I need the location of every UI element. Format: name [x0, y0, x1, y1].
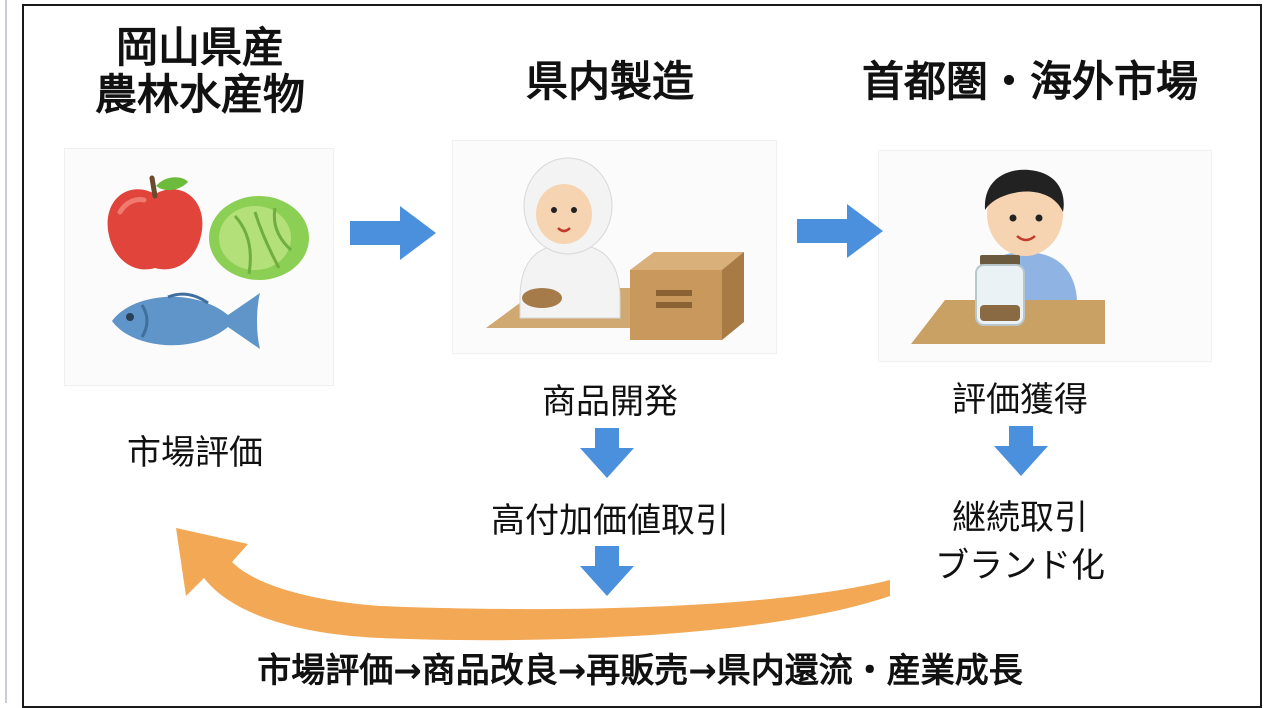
left-edge-line: [5, 0, 7, 703]
continuous-label-line2: ブランド化: [935, 546, 1105, 586]
cardboard-box-icon: [630, 252, 744, 340]
arrow-down-2: [580, 546, 634, 596]
arrow-down-1: [580, 428, 634, 478]
food-worker-icon: [486, 157, 650, 328]
arrow-down-3: [994, 426, 1048, 476]
market-title: 首都圏・海外市場: [861, 57, 1198, 106]
product-dev-label: 商品開発: [542, 382, 678, 422]
glass-jar-icon: [975, 255, 1025, 326]
fish-icon: [112, 292, 260, 349]
source-title-line2: 農林水産物: [94, 70, 305, 120]
arrow-right-2: [797, 204, 883, 258]
recognition-label: 評価獲得: [952, 380, 1088, 420]
market-eval-label: 市場評価: [127, 433, 263, 473]
lettuce-icon: [209, 196, 309, 280]
apple-icon: [107, 175, 203, 270]
manufacturing-title: 県内製造: [525, 57, 694, 106]
continuous-label-line1: 継続取引: [952, 498, 1088, 538]
source-title-line1: 岡山県産: [115, 23, 284, 72]
arrow-right-1: [350, 206, 436, 260]
cycle-summary: 市場評価→商品改良→再販売→県内還流・産業成長: [257, 651, 1023, 691]
high-value-label: 高付加価値取引: [491, 501, 729, 541]
source-title: 岡山県産 農林水産物: [65, 24, 335, 118]
